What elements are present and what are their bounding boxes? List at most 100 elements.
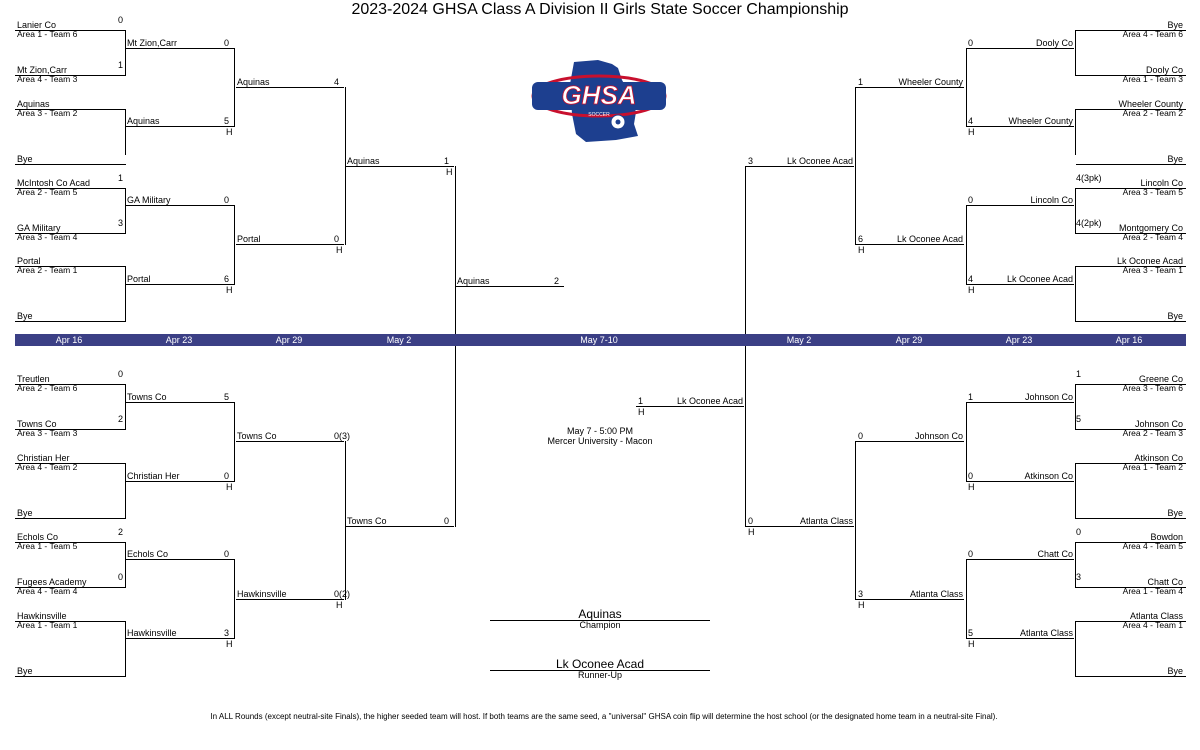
svg-text:SOCCER: SOCCER — [588, 112, 610, 118]
round-name: Aquinas — [237, 77, 270, 87]
host-marker: H — [968, 285, 975, 295]
team-line — [15, 321, 126, 322]
team-name: Lk Oconee Acad — [1116, 256, 1183, 266]
team-name: Aquinas — [17, 99, 50, 109]
round-line — [126, 126, 234, 127]
round-name: Hawkinsville — [237, 589, 287, 599]
bracket-connector — [1075, 463, 1076, 519]
round-line — [346, 526, 454, 527]
bracket-connector — [1075, 542, 1076, 588]
round-name: Lk Oconee Acad — [896, 234, 963, 244]
bracket-connector — [234, 402, 235, 482]
round-name: Johnson Co — [1024, 392, 1073, 402]
round-date-label: Apr 29 — [895, 335, 923, 345]
round-score: 4 — [968, 116, 974, 126]
team-seed: Area 2 - Team 3 — [1122, 428, 1183, 438]
team-seed: Area 2 - Team 6 — [17, 383, 78, 393]
round-score: 0 — [224, 549, 230, 559]
round-score: 0 — [968, 195, 974, 205]
team-name: Hawkinsville — [17, 611, 67, 621]
team-name: Johnson Co — [1134, 419, 1183, 429]
bracket-connector — [125, 188, 126, 234]
round-score: 0 — [444, 516, 450, 526]
team-seed: Area 2 - Team 1 — [17, 265, 78, 275]
team-seed: Area 1 - Team 5 — [17, 541, 78, 551]
round-score: 0 — [224, 195, 230, 205]
team-name: Mt Zion,Carr — [17, 65, 68, 75]
round-score: 1 — [444, 156, 450, 166]
team-line — [1076, 463, 1186, 464]
bracket-connector — [125, 463, 126, 519]
round-score: 1 — [968, 392, 974, 402]
team-score: 5 — [1076, 414, 1082, 424]
team-line — [1076, 518, 1186, 519]
round-score: 4 — [968, 274, 974, 284]
team-name: Bye — [1167, 20, 1183, 30]
team-score: 2 — [118, 527, 124, 537]
team-line — [1076, 321, 1186, 322]
round-line — [856, 87, 964, 88]
team-line — [15, 109, 126, 110]
bracket-connector — [966, 559, 967, 639]
team-name: Bye — [1167, 508, 1183, 518]
team-line — [1076, 429, 1186, 430]
team-line — [1076, 233, 1186, 234]
round-date-label: Apr 23 — [1005, 335, 1033, 345]
round-line — [856, 441, 964, 442]
team-line — [15, 518, 126, 519]
team-score: 1 — [118, 173, 124, 183]
team-name: Portal — [17, 256, 41, 266]
team-name: Lincoln Co — [1140, 178, 1183, 188]
hosting-footnote: In ALL Rounds (except neutral-site Final… — [210, 712, 998, 721]
team-seed: Area 1 - Team 1 — [17, 620, 78, 630]
round-name: Lk Oconee Acad — [1006, 274, 1073, 284]
round-score: 0 — [748, 516, 754, 526]
bracket-connector — [125, 109, 126, 155]
round-line — [236, 244, 344, 245]
team-line — [15, 463, 126, 464]
team-score: 0 — [118, 15, 124, 25]
team-line — [1076, 109, 1186, 110]
team-line — [1076, 188, 1186, 189]
round-line — [966, 284, 1074, 285]
champion-name: Aquinas — [578, 607, 622, 621]
round-date-label: May 2 — [386, 335, 412, 345]
round-date-label: Apr 16 — [1115, 335, 1143, 345]
bracket-connector — [855, 87, 856, 245]
host-marker: H — [226, 285, 233, 295]
runner-up-label: Runner-Up — [577, 670, 623, 680]
bracket-connector — [125, 30, 126, 76]
team-score: 4(2pk) — [1076, 218, 1102, 228]
team-name: Bye — [17, 666, 33, 676]
runner-up-line — [490, 670, 710, 671]
host-marker: H — [226, 639, 233, 649]
host-marker: H — [968, 482, 975, 492]
round-name: Echols Co — [127, 549, 169, 559]
team-line — [1076, 621, 1186, 622]
team-seed: Area 4 - Team 3 — [17, 74, 78, 84]
round-line — [746, 166, 854, 167]
host-marker: H — [336, 600, 343, 610]
team-line — [1076, 164, 1186, 165]
team-seed: Area 4 - Team 4 — [17, 586, 78, 596]
round-date-label: Apr 16 — [55, 335, 83, 345]
team-seed: Area 3 - Team 4 — [17, 232, 78, 242]
host-marker: H — [638, 407, 645, 417]
team-seed: Area 1 - Team 6 — [17, 29, 78, 39]
round-name: Towns Co — [347, 516, 387, 526]
team-name: Chatt Co — [1147, 577, 1183, 587]
round-line — [126, 638, 234, 639]
bracket-connector — [1075, 109, 1076, 155]
host-marker: H — [968, 639, 975, 649]
team-seed: Area 1 - Team 4 — [1122, 586, 1183, 596]
team-seed: Area 4 - Team 1 — [1122, 620, 1183, 630]
round-name: Chatt Co — [1037, 549, 1073, 559]
round-score: 3 — [858, 589, 864, 599]
team-seed: Area 4 - Team 6 — [1122, 29, 1183, 39]
team-seed: Area 1 - Team 2 — [1122, 462, 1183, 472]
team-line — [15, 676, 126, 677]
team-line — [15, 587, 126, 588]
team-name: Lanier Co — [17, 20, 57, 30]
round-score: 6 — [224, 274, 230, 284]
